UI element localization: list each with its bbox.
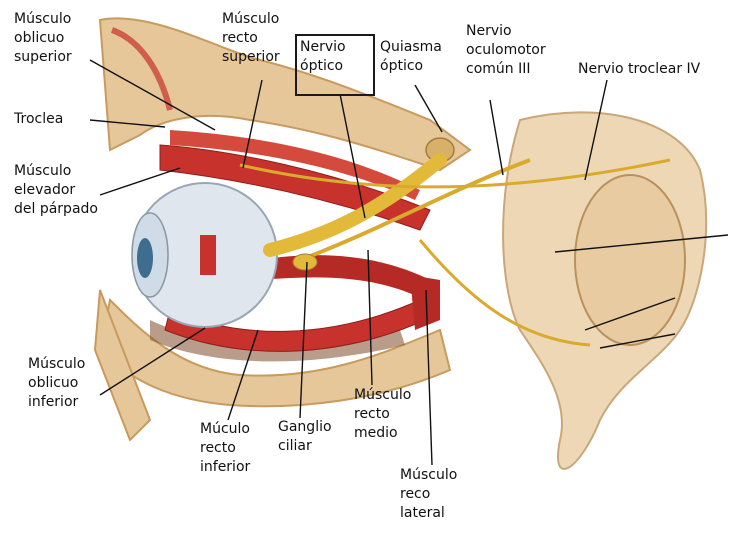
label-line: Múculo: [200, 420, 250, 439]
label-line: Quiasma: [380, 38, 442, 57]
medial-muscle: [260, 255, 430, 300]
label-line: óptico: [300, 57, 346, 76]
label-line: Nervio: [466, 22, 546, 41]
label-line: elevador: [14, 181, 98, 200]
label-line: Nervio: [300, 38, 346, 57]
label-line: inferior: [200, 458, 250, 477]
label-ganglio: Ganglio ciliar: [278, 418, 332, 456]
label-line: Músculo: [14, 10, 72, 29]
label-line: Músculo: [222, 10, 280, 29]
label-line: del párpado: [14, 200, 98, 219]
label-recto-medio: Músculo recto medio: [354, 386, 411, 443]
leader-elevador: [100, 168, 180, 195]
label-line: Nervio troclear IV: [578, 60, 700, 79]
label-line: Músculo: [14, 162, 98, 181]
label-line: Ganglio: [278, 418, 332, 437]
label-line: oblicuo: [28, 374, 85, 393]
label-quiasma: Quiasma óptico: [380, 38, 442, 76]
label-line: medio: [354, 424, 411, 443]
label-oblicuo-superior: Músculo oblicuo superior: [14, 10, 72, 67]
label-line: óptico: [380, 57, 442, 76]
label-line: inferior: [28, 393, 85, 412]
label-line: superior: [14, 48, 72, 67]
label-troclea: Troclea: [14, 110, 63, 129]
label-line: recto: [354, 405, 411, 424]
ciliary-ganglion: [293, 254, 317, 270]
label-line: lateral: [400, 504, 457, 523]
label-line: común III: [466, 60, 546, 79]
label-line: Troclea: [14, 110, 63, 129]
leader-oculomotor: [490, 100, 503, 175]
label-line: oblicuo: [14, 29, 72, 48]
label-line: recto: [222, 29, 280, 48]
label-recto-superior: Músculo recto superior: [222, 10, 280, 67]
label-line: oculomotor: [466, 41, 546, 60]
iris: [137, 238, 153, 278]
label-line: superior: [222, 48, 280, 67]
pons: [575, 175, 685, 345]
label-line: Músculo: [400, 466, 457, 485]
label-elevador: Músculo elevador del párpado: [14, 162, 98, 219]
label-oblicuo-inferior: Músculo oblicuo inferior: [28, 355, 85, 412]
label-line: Músculo: [354, 386, 411, 405]
label-line: recto: [200, 439, 250, 458]
label-recto-inferior: Múculo recto inferior: [200, 420, 250, 477]
label-nervio-optico: Nervio óptico: [300, 38, 346, 76]
label-troclear: Nervio troclear IV: [578, 60, 700, 79]
lateral-muscle: [410, 275, 440, 330]
label-line: reco: [400, 485, 457, 504]
label-line: ciliar: [278, 437, 332, 456]
label-reco-lateral: Músculo reco lateral: [400, 466, 457, 523]
label-oculomotor: Nervio oculomotor común III: [466, 22, 546, 79]
label-line: Músculo: [28, 355, 85, 374]
muscle-insertion: [200, 235, 216, 275]
